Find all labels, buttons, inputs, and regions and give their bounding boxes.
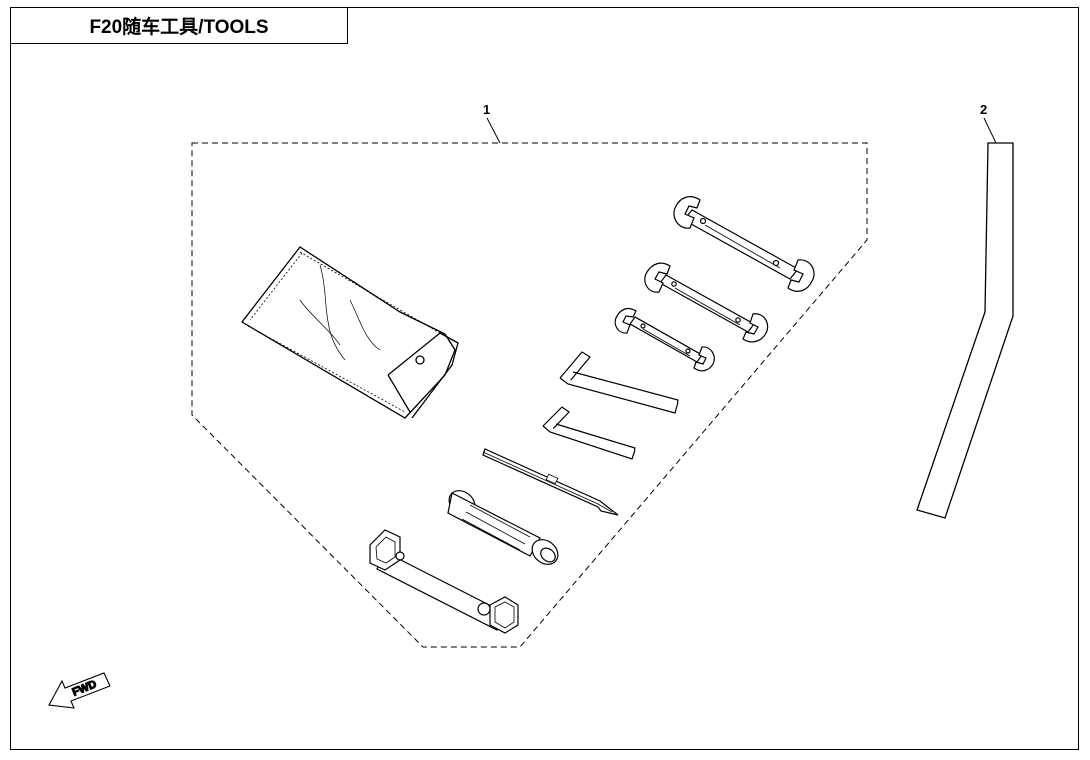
callout-1: 1 [483,102,501,144]
title-block: F20随车工具/TOOLS [10,7,348,44]
callout-2-label: 2 [980,102,987,117]
tool-kit-outline [191,142,868,648]
open-end-wrench-medium-icon [644,262,769,343]
callout-2: 2 [980,102,997,144]
screwdriver-bit-icon [482,448,619,516]
callout-1-label: 1 [483,102,490,117]
tool-pouch-icon [241,246,459,419]
spark-plug-socket-wrench-icon [369,529,519,634]
extension-bar-icon [916,142,1014,519]
hex-key-small-icon [542,406,636,460]
page-title: F20随车工具/TOOLS [89,17,269,38]
open-end-wrench-small-icon [614,307,715,372]
open-end-wrench-large-icon [673,196,815,292]
drawing-frame [10,7,1079,750]
forward-direction-arrow-icon: FWD [48,672,111,709]
hex-key-large-icon [559,351,679,414]
screwdriver-handle-icon [447,490,559,565]
